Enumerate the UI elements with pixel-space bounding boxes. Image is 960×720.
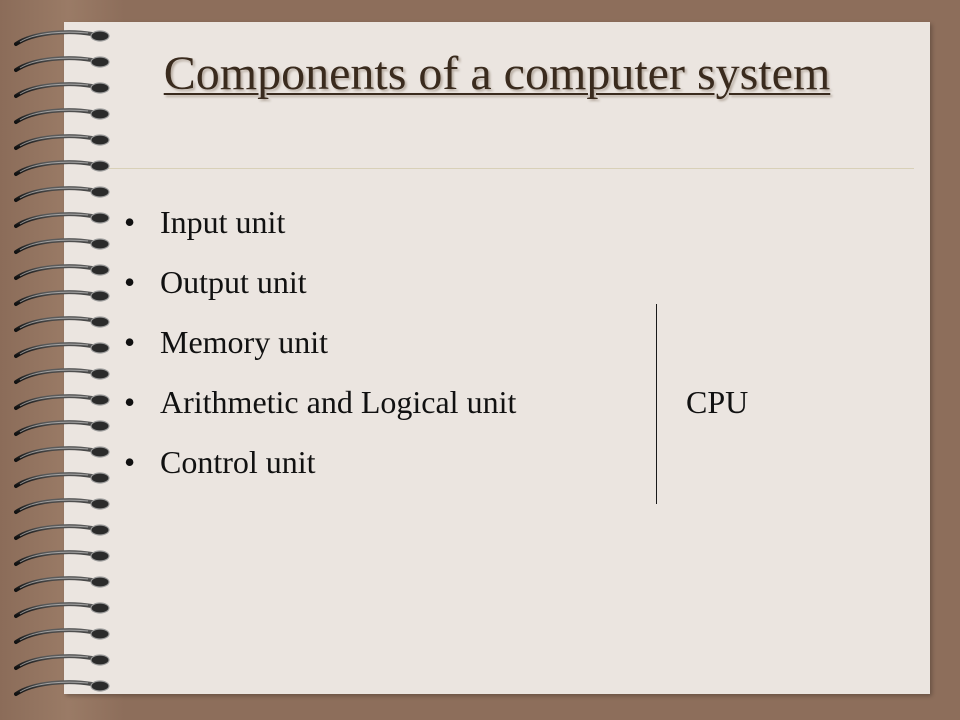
list-item: • Control unit bbox=[124, 442, 516, 502]
spiral-hole bbox=[90, 264, 110, 276]
slide-title-text: Components of a computer system bbox=[163, 47, 831, 100]
spiral-hole bbox=[90, 654, 110, 666]
spiral-coil-highlight bbox=[19, 161, 89, 173]
spiral-coil-highlight bbox=[19, 629, 89, 641]
spiral-hole bbox=[90, 524, 110, 536]
spiral-coil-highlight bbox=[19, 655, 89, 667]
spiral-coil-highlight bbox=[19, 499, 89, 511]
cpu-label: CPU bbox=[686, 384, 749, 420]
spiral-coil-highlight bbox=[19, 681, 89, 693]
spiral-binding-icon bbox=[14, 30, 110, 696]
spiral-hole bbox=[90, 394, 110, 406]
spiral-hole bbox=[90, 186, 110, 198]
spiral-coil-highlight bbox=[19, 577, 89, 589]
spiral-coil-highlight bbox=[19, 109, 89, 121]
spiral-coil-highlight bbox=[19, 473, 89, 485]
list-item-label: Control unit bbox=[160, 444, 316, 480]
cpu-bracket-line bbox=[656, 304, 657, 504]
spiral-coil-highlight bbox=[19, 187, 89, 199]
bullet-icon: • bbox=[124, 384, 136, 420]
spiral-coil-highlight bbox=[19, 213, 89, 225]
spiral-coil-highlight bbox=[19, 239, 89, 251]
spiral-coil-highlight bbox=[19, 57, 89, 69]
spiral-coil-highlight bbox=[19, 291, 89, 303]
spiral-hole bbox=[90, 316, 110, 328]
spiral-hole bbox=[90, 498, 110, 510]
spiral-hole bbox=[90, 368, 110, 380]
list-item: • Input unit bbox=[124, 202, 516, 262]
spiral-coil-highlight bbox=[19, 83, 89, 95]
spiral-hole bbox=[90, 420, 110, 432]
spiral-hole bbox=[90, 472, 110, 484]
spiral-hole bbox=[90, 238, 110, 250]
spiral-hole bbox=[90, 576, 110, 588]
spiral-hole bbox=[90, 290, 110, 302]
spiral-coil-highlight bbox=[19, 525, 89, 537]
list-item: • Arithmetic and Logical unit bbox=[124, 382, 516, 442]
list-item: • Output unit bbox=[124, 262, 516, 322]
spiral-coil-highlight bbox=[19, 135, 89, 147]
spiral-hole bbox=[90, 82, 110, 94]
spiral-coil-highlight bbox=[19, 317, 89, 329]
spiral-hole bbox=[90, 56, 110, 68]
spiral-coil-highlight bbox=[19, 603, 89, 615]
spiral-hole bbox=[90, 108, 110, 120]
spiral-hole bbox=[90, 134, 110, 146]
spiral-hole bbox=[90, 602, 110, 614]
spiral-coil-highlight bbox=[19, 447, 89, 459]
spiral-hole bbox=[90, 212, 110, 224]
spiral-coil-highlight bbox=[19, 343, 89, 355]
list-item: • Memory unit bbox=[124, 322, 516, 382]
spiral-coil-highlight bbox=[19, 265, 89, 277]
spiral-coil-highlight bbox=[19, 369, 89, 381]
spiral-hole bbox=[90, 550, 110, 562]
spiral-coil-highlight bbox=[19, 31, 89, 43]
spiral-coil-highlight bbox=[19, 395, 89, 407]
spiral-hole bbox=[90, 342, 110, 354]
title-divider bbox=[94, 168, 914, 169]
component-list: • Input unit • Output unit • Memory unit • A… bbox=[124, 202, 516, 502]
bullet-icon: • bbox=[124, 444, 136, 480]
spiral-hole bbox=[90, 628, 110, 640]
slide-sheet: Components of a computer system • Input u… bbox=[64, 22, 930, 694]
spiral-hole bbox=[90, 680, 110, 692]
list-item-label: Memory unit bbox=[160, 324, 328, 360]
list-item-label: Input unit bbox=[160, 204, 286, 240]
bullet-icon: • bbox=[124, 204, 136, 240]
spiral-coil-highlight bbox=[19, 551, 89, 563]
list-item-label: Output unit bbox=[160, 264, 307, 300]
bullet-icon: • bbox=[124, 264, 136, 300]
list-item-label: Arithmetic and Logical unit bbox=[160, 384, 517, 420]
spiral-hole bbox=[90, 446, 110, 458]
bullet-icon: • bbox=[124, 324, 136, 360]
spiral-coil-highlight bbox=[19, 421, 89, 433]
spiral-hole bbox=[90, 160, 110, 172]
slide-title: Components of a computer system bbox=[64, 44, 930, 104]
spiral-hole bbox=[90, 30, 110, 42]
